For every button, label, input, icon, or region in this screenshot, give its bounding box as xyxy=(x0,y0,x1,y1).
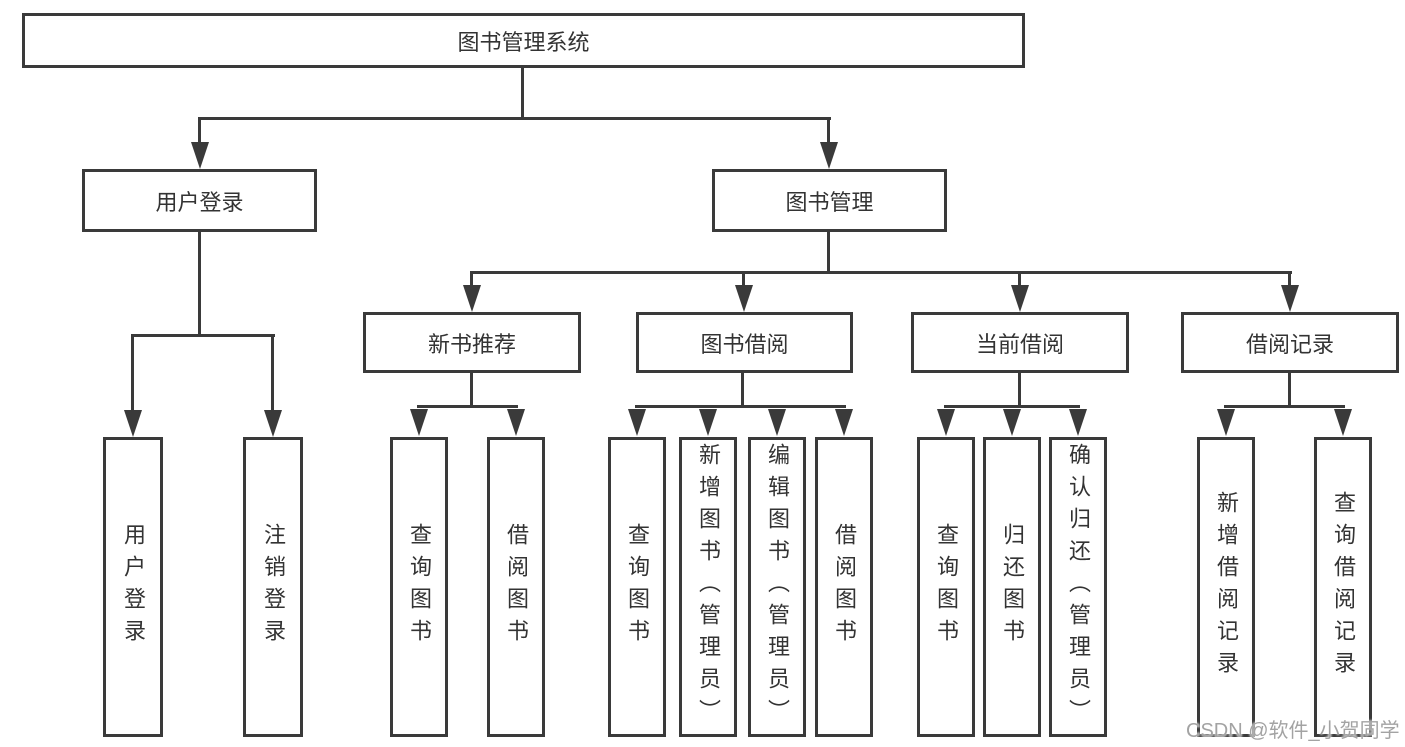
connector-root-stem-right xyxy=(827,117,830,145)
arrow-down-icon xyxy=(264,410,282,437)
node-new-book-recommend: 新书推荐 xyxy=(363,312,581,373)
arrow-down-icon xyxy=(124,410,142,437)
leaf-return-books: 归还图书 xyxy=(983,437,1041,737)
leaf-borrow-books-recommend: 借阅图书 xyxy=(487,437,545,737)
node-book-borrow: 图书借阅 xyxy=(636,312,853,373)
connector-user-login-vline xyxy=(198,231,201,337)
node-borrow-records-label: 借阅记录 xyxy=(1245,331,1334,357)
leaf-edit-books-admin: 编辑图书（管理员） xyxy=(748,437,806,737)
connector-book-borrow-vline xyxy=(741,372,744,408)
arrow-down-icon xyxy=(191,142,209,169)
node-book-management-label: 图书管理 xyxy=(785,189,874,215)
node-library-system-label: 图书管理系统 xyxy=(457,29,590,55)
leaf-confirm-return-admin-label: 确认归还（管理员） xyxy=(1066,443,1091,731)
leaf-user-login-label: 用户登录 xyxy=(121,523,146,651)
arrow-down-icon xyxy=(937,409,955,436)
arrow-down-icon xyxy=(1281,285,1299,312)
arrow-down-icon xyxy=(699,409,717,436)
leaf-add-books-admin: 新增图书（管理员） xyxy=(679,437,737,737)
leaf-logout-login-label: 注销登录 xyxy=(261,523,286,651)
arrow-down-icon xyxy=(463,285,481,312)
arrow-down-icon xyxy=(835,409,853,436)
leaf-query-books-current: 查询图书 xyxy=(917,437,975,737)
connector-new-book-hline xyxy=(417,405,518,408)
connector-borrow-records-vline xyxy=(1288,372,1291,408)
node-book-borrow-label: 图书借阅 xyxy=(700,331,789,357)
leaf-edit-books-admin-label: 编辑图书（管理员） xyxy=(765,443,790,731)
arrow-down-icon xyxy=(410,409,428,436)
node-book-management: 图书管理 xyxy=(712,169,947,232)
leaf-add-borrow-record-label: 新增借阅记录 xyxy=(1214,491,1239,683)
node-user-login-branch: 用户登录 xyxy=(82,169,317,232)
leaf-query-borrow-record: 查询借阅记录 xyxy=(1314,437,1372,737)
connector-root-stem-left xyxy=(198,117,201,145)
arrow-down-icon xyxy=(1003,409,1021,436)
connector-book-mgmt-stem-2 xyxy=(742,271,745,288)
leaf-query-books-recommend-label: 查询图书 xyxy=(407,523,432,651)
arrow-down-icon xyxy=(507,409,525,436)
leaf-logout-login: 注销登录 xyxy=(243,437,303,737)
leaf-query-books-borrow-label: 查询图书 xyxy=(625,523,650,651)
leaf-borrow-books-recommend-label: 借阅图书 xyxy=(504,523,529,651)
connector-current-borrow-hline xyxy=(944,405,1080,408)
leaf-query-books-borrow: 查询图书 xyxy=(608,437,666,737)
node-library-system: 图书管理系统 xyxy=(22,13,1025,68)
connector-book-mgmt-stem-3 xyxy=(1018,271,1021,288)
arrow-down-icon xyxy=(1069,409,1087,436)
arrow-down-icon xyxy=(820,142,838,169)
leaf-query-borrow-record-label: 查询借阅记录 xyxy=(1331,491,1356,683)
connector-root-hline xyxy=(198,117,831,120)
leaf-query-books-recommend: 查询图书 xyxy=(390,437,448,737)
csdn-watermark: CSDN @软件_小贺同学 xyxy=(1186,720,1400,742)
node-borrow-records: 借阅记录 xyxy=(1181,312,1399,373)
arrow-down-icon xyxy=(768,409,786,436)
connector-new-book-vline xyxy=(470,372,473,408)
leaf-query-books-current-label: 查询图书 xyxy=(934,523,959,651)
leaf-add-borrow-record: 新增借阅记录 xyxy=(1197,437,1255,737)
connector-book-mgmt-hline xyxy=(470,271,1292,274)
leaf-user-login: 用户登录 xyxy=(103,437,163,737)
leaf-confirm-return-admin: 确认归还（管理员） xyxy=(1049,437,1107,737)
arrow-down-icon xyxy=(1011,285,1029,312)
leaf-borrow-books-label: 借阅图书 xyxy=(832,523,857,651)
connector-book-mgmt-vline xyxy=(827,231,830,274)
leaf-borrow-books: 借阅图书 xyxy=(815,437,873,737)
connector-book-mgmt-stem-4 xyxy=(1288,271,1291,288)
arrow-down-icon xyxy=(1217,409,1235,436)
connector-user-login-stem-right xyxy=(271,334,274,412)
connector-book-borrow-hline xyxy=(635,405,846,408)
connector-current-borrow-vline xyxy=(1018,372,1021,408)
arrow-down-icon xyxy=(628,409,646,436)
connector-user-login-stem-left xyxy=(131,334,134,412)
node-new-book-recommend-label: 新书推荐 xyxy=(427,331,516,357)
node-current-borrow-label: 当前借阅 xyxy=(975,331,1064,357)
connector-root-vline xyxy=(521,66,524,119)
arrow-down-icon xyxy=(1334,409,1352,436)
connector-book-mgmt-stem-1 xyxy=(470,271,473,288)
connector-borrow-records-hline xyxy=(1224,405,1345,408)
arrow-down-icon xyxy=(735,285,753,312)
connector-user-login-hline xyxy=(131,334,275,337)
leaf-return-books-label: 归还图书 xyxy=(1000,523,1025,651)
leaf-add-books-admin-label: 新增图书（管理员） xyxy=(696,443,721,731)
node-current-borrow: 当前借阅 xyxy=(911,312,1129,373)
node-user-login-branch-label: 用户登录 xyxy=(155,189,244,215)
